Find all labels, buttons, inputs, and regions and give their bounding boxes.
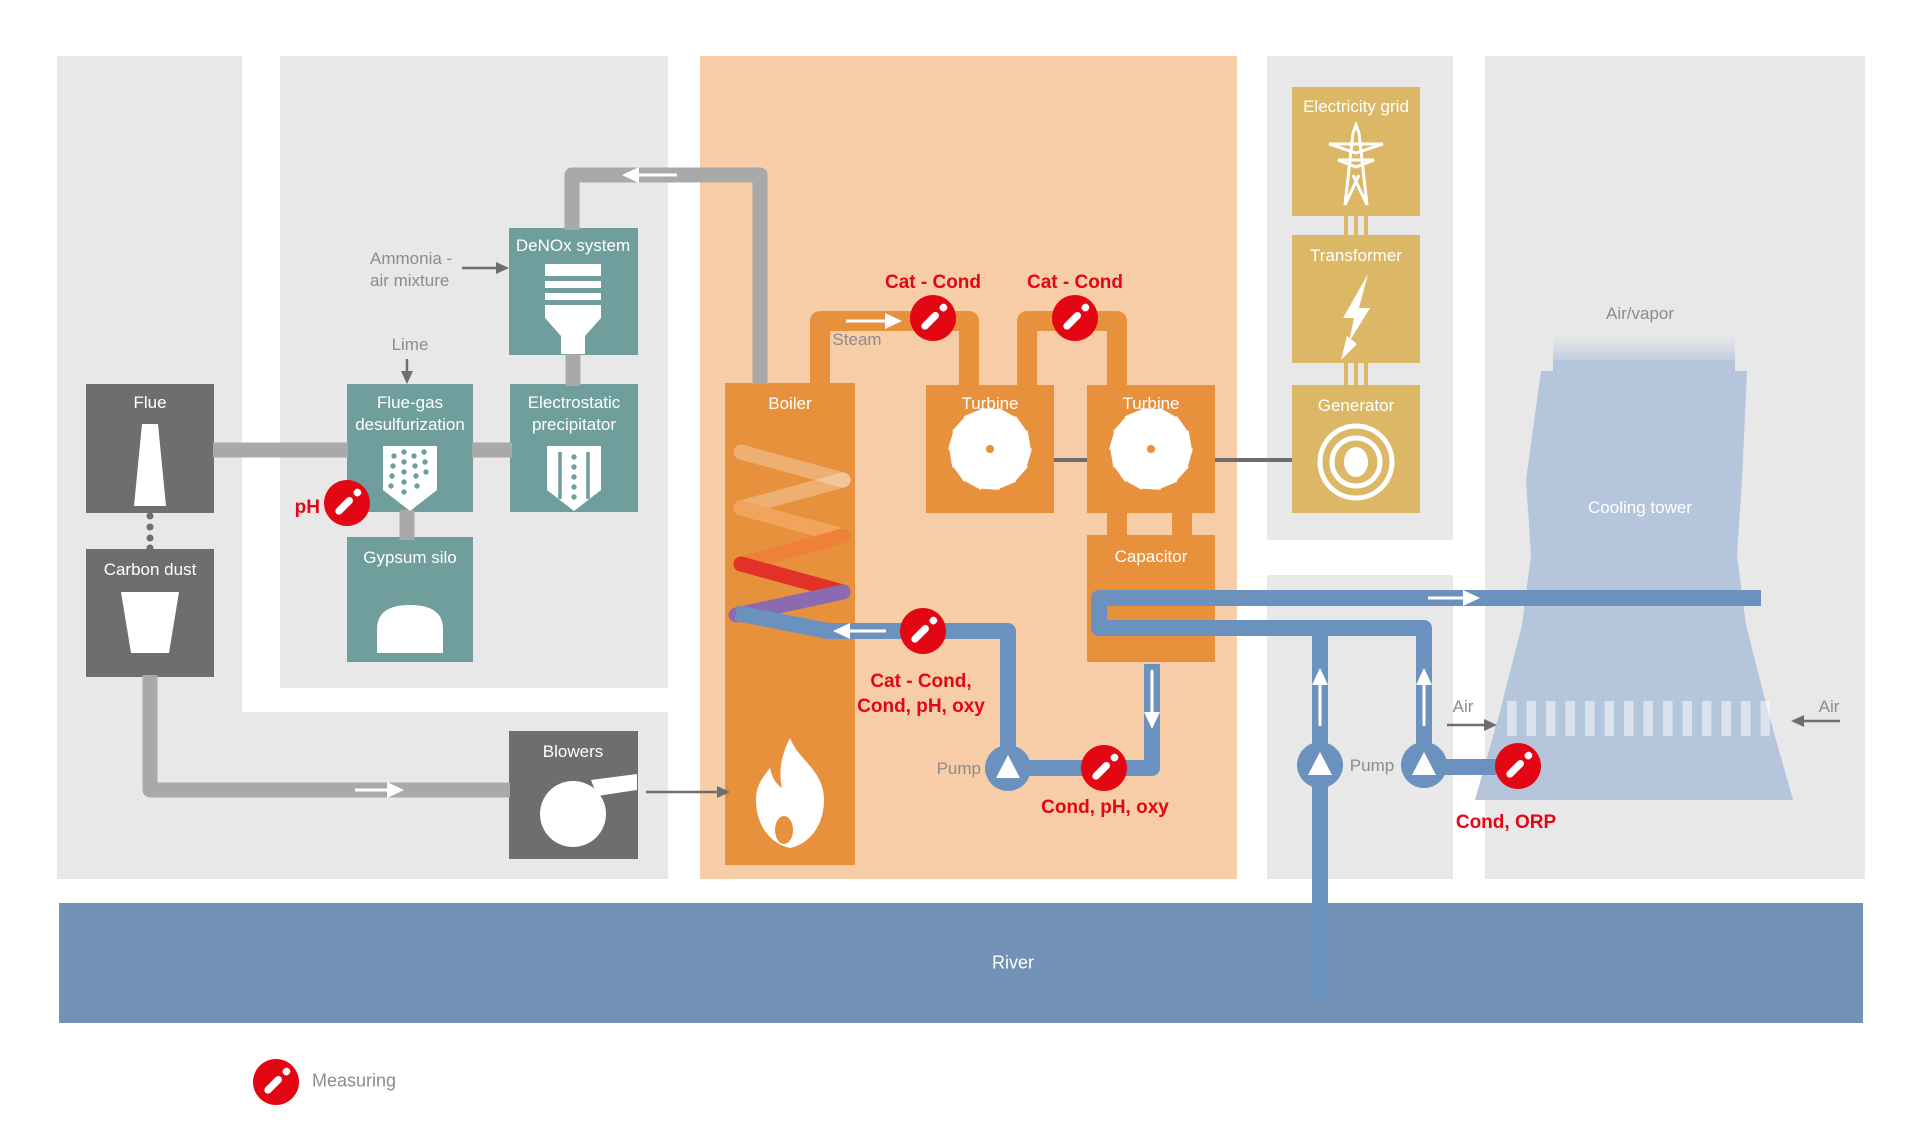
legend-measuring-label: Measuring [312, 1070, 397, 1091]
capacitor-label: Capacitor [1114, 547, 1188, 566]
boiler-coil [728, 444, 851, 623]
air-right-label: Air [1818, 697, 1840, 716]
cooling-tower-shape [1475, 336, 1793, 800]
carbon-bucket-icon [121, 592, 179, 653]
turbine-1-label: Turbine [961, 394, 1019, 413]
blower-icon [540, 774, 637, 847]
measuring-point-cooling-icon [1495, 743, 1541, 789]
ph-label: pH [294, 497, 320, 518]
steam-label: Steam [832, 330, 882, 349]
air-vapor-label: Air/vapor [1605, 304, 1675, 323]
precipitator-icon [547, 446, 601, 511]
grid-connectors [1344, 216, 1368, 385]
condensate-pump-icon [985, 745, 1031, 791]
precipitator-label-line2: precipitator [531, 415, 617, 434]
fgd-label-line1: Flue-gas [376, 393, 444, 412]
transformer-label: Transformer [1310, 246, 1402, 265]
measuring-point-ph-icon [324, 480, 370, 526]
condensate-measuring-label: Cond, pH, oxy [1041, 797, 1169, 818]
turbine-fan-icon [1102, 400, 1200, 498]
chimney-icon [134, 424, 166, 506]
water-arrows [833, 590, 1480, 729]
measuring-point-feedwater-icon [900, 608, 946, 654]
flue-gas-arrows [355, 167, 677, 798]
measuring-point-turbine-icon [1052, 295, 1098, 341]
river-pump-icon [1297, 742, 1343, 788]
feedwater-measuring-label: Cat - Cond, Cond, pH, oxy [857, 669, 985, 719]
cooling-pump-icon [1401, 742, 1447, 788]
cooling-tower-label: Cooling tower [1588, 498, 1692, 517]
cat-cond-turbine-label: Cat - Cond [1026, 272, 1124, 293]
precipitator-label-line1: Electrostatic [527, 393, 621, 412]
gypsum-silo-label: Gypsum silo [363, 548, 457, 567]
electricity-grid-label: Electricity grid [1303, 97, 1409, 116]
river-band [59, 903, 1863, 1023]
ammonia-label-line2: air mixture [370, 271, 450, 290]
pump-cooling-label: Pump [1349, 756, 1395, 775]
river-label: River [991, 952, 1035, 973]
feedwater-measuring-line2: Cond, pH, oxy [857, 696, 985, 717]
cat-cond-steam-label: Cat - Cond [884, 272, 982, 293]
dust-dots-icon [146, 512, 154, 552]
cooling-measuring-label: Cond, ORP [1455, 812, 1557, 833]
flue-gas-pipes [142, 167, 768, 798]
gypsum-dome-icon [377, 605, 443, 653]
denox-filter-icon [545, 264, 601, 354]
annotation-arrows [401, 262, 1840, 798]
measuring-point-steam-icon [910, 295, 956, 341]
fgd-label-line2: desulfurization [355, 415, 465, 434]
legend-measuring-icon [253, 1059, 299, 1105]
pylon-icon [1328, 120, 1384, 206]
denox-label: DeNOx system [515, 236, 631, 255]
lightning-icon [1341, 274, 1370, 360]
ammonia-label: Ammonia - air mixture [370, 248, 452, 292]
fgd-label: Flue-gas desulfurization [355, 392, 465, 436]
precipitator-label: Electrostatic precipitator [528, 392, 621, 436]
flue-label: Flue [133, 393, 167, 412]
carbon-dust-label: Carbon dust [103, 560, 197, 579]
feedwater-measuring-line1: Cat - Cond, [870, 671, 972, 692]
generator-coil-icon [1317, 423, 1395, 501]
zone-panel-fgd [280, 56, 668, 688]
measuring-point-condensate-icon [1081, 745, 1127, 791]
cooling-tower-air-vents [1507, 701, 1770, 736]
turbine-fan-icon [941, 400, 1039, 498]
steam-arrow [846, 313, 902, 329]
turbine-2-label: Turbine [1122, 394, 1180, 413]
generator-label: Generator [1317, 396, 1395, 415]
flame-icon [756, 738, 824, 848]
air-left-label: Air [1452, 697, 1474, 716]
ammonia-label-line1: Ammonia - [370, 249, 453, 268]
lime-label: Lime [391, 335, 429, 354]
boiler-label: Boiler [768, 394, 812, 413]
blowers-label: Blowers [542, 742, 604, 761]
pump-condensate-label: Pump [936, 759, 981, 778]
fgd-spray-icon [383, 446, 437, 511]
